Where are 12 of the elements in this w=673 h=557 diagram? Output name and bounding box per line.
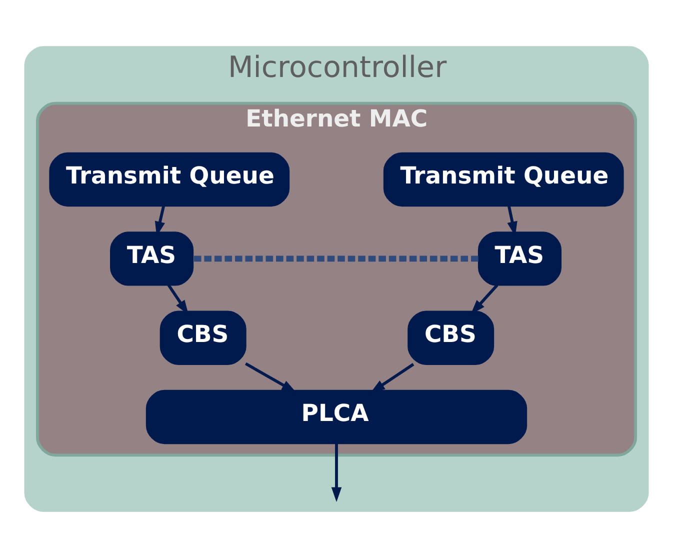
arrow: [370, 362, 414, 392]
node-box: TAS: [110, 231, 194, 286]
node-box: Transmit Queue: [49, 152, 290, 206]
arrow: [331, 443, 342, 502]
connector: [193, 255, 478, 262]
node-box: CBS: [160, 310, 246, 364]
arrow: [244, 362, 296, 392]
arrow: [470, 284, 498, 314]
node-box: Transmit Queue: [383, 152, 624, 206]
node-box: CBS: [408, 310, 494, 364]
node-box: PLCA: [146, 389, 528, 444]
node-box: TAS: [478, 231, 562, 286]
